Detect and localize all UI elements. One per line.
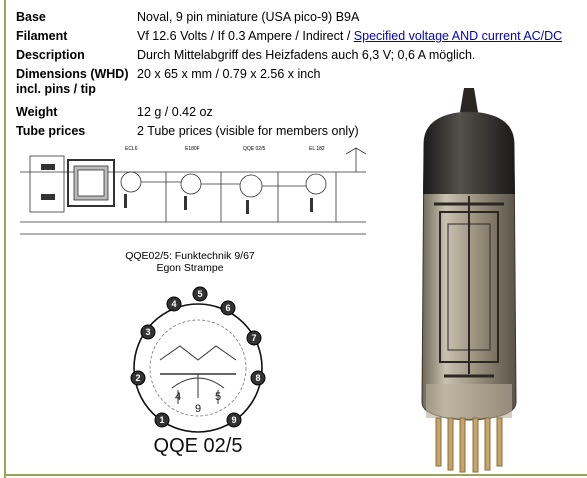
spec-label-dimensions: Dimensions (WHD) incl. pins / tip xyxy=(16,67,129,96)
spec-row-weight: Weight 12 g / 0.42 oz xyxy=(16,103,584,122)
pin-label-9: 9 xyxy=(231,415,236,425)
schematic-caption-line1: QQE02/5: Funktechnik 9/67 xyxy=(125,250,255,262)
schematic-stage-label-4: EL 182 xyxy=(309,146,325,152)
tube-photo[interactable] xyxy=(394,84,544,474)
pin-label-2: 2 xyxy=(135,373,140,383)
bottom-frame-border xyxy=(4,474,587,476)
spec-value-weight: 12 g / 0.42 oz xyxy=(137,105,213,119)
inner-label-4: 4 xyxy=(175,391,181,403)
filament-value-text: Vf 12.6 Volts / If 0.3 Ampere / Indirect… xyxy=(137,29,354,43)
schematic-stage-label-3: QQE 02/5 xyxy=(243,146,266,152)
spec-label-base: Base xyxy=(16,10,46,24)
spec-row-filament: Filament Vf 12.6 Volts / If 0.3 Ampere /… xyxy=(16,27,584,46)
spec-value-tube-prices: 2 Tube prices (visible for members only) xyxy=(137,124,359,138)
spec-value-base: Noval, 9 pin miniature (USA pico-9) B9A xyxy=(137,10,360,24)
pinout-title: QQE 02/5 xyxy=(154,435,243,457)
spec-row-tube-prices: Tube prices 2 Tube prices (visible for m… xyxy=(16,122,584,141)
schematic-stage-label-1: ECL6 xyxy=(125,146,138,152)
spec-row-dimensions: Dimensions (WHD) incl. pins / tip 20 x 6… xyxy=(16,65,584,103)
circuit-schematic-image[interactable] xyxy=(16,142,372,246)
pin-label-6: 6 xyxy=(225,303,230,313)
pin-label-8: 8 xyxy=(255,373,260,383)
spec-label-weight: Weight xyxy=(16,105,58,119)
inner-label-5: 5 xyxy=(215,391,221,403)
schematic-caption-line2: Egon Strampe xyxy=(156,262,224,274)
spec-label-filament: Filament xyxy=(16,29,68,43)
spec-row-base: Base Noval, 9 pin miniature (USA pico-9)… xyxy=(16,8,584,27)
spec-label-description: Description xyxy=(16,48,85,62)
spec-value-filament: Vf 12.6 Volts / If 0.3 Ampere / Indirect… xyxy=(137,27,562,46)
specified-voltage-link[interactable]: Specified voltage AND current AC/DC xyxy=(353,29,563,43)
pin-label-1: 1 xyxy=(159,415,164,425)
schematic-stage-label-2: E180F xyxy=(185,146,200,152)
spec-label-tube-prices: Tube prices xyxy=(16,124,86,138)
pin-label-5: 5 xyxy=(197,289,202,299)
pin-label-3: 3 xyxy=(145,327,150,337)
tube-spec-table: Base Noval, 9 pin miniature (USA pico-9)… xyxy=(16,8,584,141)
left-frame-border xyxy=(4,0,6,478)
inner-label-9: 9 xyxy=(195,403,201,415)
spec-value-description: Durch Mittelabgriff des Heizfadens auch … xyxy=(137,48,476,62)
spec-value-dimensions: 20 x 65 x mm / 0.79 x 2.56 x inch xyxy=(137,67,321,81)
spec-row-description: Description Durch Mittelabgriff des Heiz… xyxy=(16,46,584,65)
pinout-diagram[interactable]: 1 2 3 4 5 6 7 8 9 4 5 9 QQE 02/5 xyxy=(120,286,276,466)
pin-markers xyxy=(130,286,266,428)
pin-label-4: 4 xyxy=(171,299,176,309)
pin-label-7: 7 xyxy=(251,333,256,343)
